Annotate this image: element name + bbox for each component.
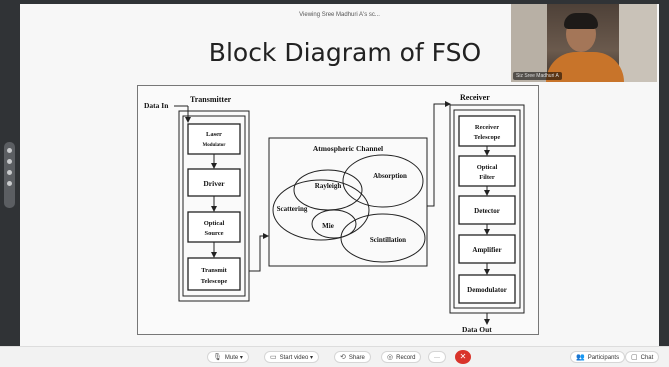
channel-heading: Atmospheric Channel	[313, 144, 383, 153]
video-background	[511, 4, 547, 82]
optical-filter-block	[458, 155, 516, 187]
source-label: Source	[204, 230, 223, 237]
receiver-inner-box	[453, 109, 521, 309]
filter-label: Filter	[479, 174, 495, 181]
mie-label: Mie	[322, 222, 334, 230]
channel-to-rx-arrow	[427, 101, 451, 207]
detector-block	[458, 195, 516, 225]
viewing-banner: Viewing Sree Madhuri A's sc...	[299, 12, 380, 18]
video-camera-icon: ▭	[270, 354, 277, 361]
participant-video[interactable]: Siz Sree Madhuri A	[511, 4, 657, 82]
scattering-ellipse	[272, 179, 370, 241]
record-button[interactable]: ◎Record	[381, 351, 422, 363]
people-icon: 👥	[576, 354, 585, 361]
meeting-toolbar: 🎙Mute ▾ ▭Start video ▾ ⟲Share ◎Record ··…	[0, 346, 669, 367]
chat-button[interactable]: ▢Chat	[625, 351, 660, 363]
transmitter-inner-box	[182, 115, 246, 297]
atmospheric-channel-box	[268, 137, 428, 267]
optical-label: Optical	[477, 164, 498, 171]
tx-to-channel-arrow	[249, 233, 269, 272]
amplifier-block	[458, 234, 516, 264]
modulator-label: Modulator	[202, 143, 226, 148]
handle-dot-icon	[7, 148, 12, 153]
receiver-label: Receiver	[475, 124, 499, 131]
transmitter-outer-box	[178, 110, 250, 302]
telescope-label: Telescope	[474, 134, 501, 141]
absorption-label: Absorption	[373, 172, 407, 180]
receiver-telescope-block	[458, 115, 516, 147]
laser-modulator-block	[187, 123, 241, 155]
rayleigh-ellipse	[293, 169, 363, 211]
participants-label: Participants	[587, 355, 620, 361]
demodulator-label: Demodulator	[467, 286, 507, 294]
detector-label: Detector	[474, 207, 500, 215]
participant-hair	[564, 13, 598, 29]
telescope-label: Telescope	[201, 278, 228, 285]
transmit-label: Transmit	[201, 267, 227, 274]
handle-dot-icon	[7, 181, 12, 186]
chat-bubble-icon: ▢	[631, 354, 638, 361]
end-call-icon: ✕	[459, 352, 467, 361]
record-label: Record	[396, 355, 416, 361]
record-icon: ◎	[387, 354, 394, 361]
data-out-label: Data Out	[462, 325, 492, 334]
side-panel-handle[interactable]	[4, 142, 15, 208]
data-in-label: Data In	[144, 101, 169, 110]
microphone-icon: 🎙	[213, 354, 222, 361]
share-button[interactable]: ⟲Share	[334, 351, 371, 363]
scattering-label: Scattering	[277, 205, 308, 213]
transmit-telescope-block	[187, 257, 241, 291]
chat-label: Chat	[640, 355, 654, 361]
slide-title: Block Diagram of FSO	[208, 38, 482, 67]
scintillation-ellipse	[340, 213, 426, 263]
participant-name: Siz Sree Madhuri A	[513, 72, 562, 80]
optical-label: Optical	[204, 220, 225, 227]
mute-button[interactable]: 🎙Mute ▾	[207, 351, 249, 363]
rayleigh-label: Rayleigh	[315, 182, 342, 190]
transmitter-heading: Transmitter	[190, 95, 232, 104]
participants-button[interactable]: 👥Participants	[570, 351, 626, 363]
block-diagram: Data In Transmitter Laser Modulator Driv…	[137, 85, 539, 335]
amplifier-label: Amplifier	[472, 246, 501, 254]
end-call-button[interactable]: ✕	[455, 350, 471, 364]
laser-label: Laser	[206, 131, 222, 138]
more-options-button[interactable]: ···	[428, 351, 446, 363]
start-video-label: Start video	[279, 355, 309, 361]
start-video-button[interactable]: ▭Start video ▾	[264, 351, 319, 363]
mute-label: Mute	[224, 355, 239, 361]
video-background	[619, 4, 657, 82]
absorption-ellipse	[342, 154, 424, 208]
scintillation-label: Scintillation	[370, 236, 406, 244]
share-label: Share	[348, 355, 365, 361]
optical-source-block	[187, 211, 241, 243]
demodulator-block	[458, 274, 516, 304]
share-icon: ⟲	[340, 354, 346, 361]
receiver-heading: Receiver	[460, 93, 490, 102]
handle-dot-icon	[7, 170, 12, 175]
driver-block	[187, 168, 241, 197]
block-diagram-svg: Data In Transmitter Laser Modulator Driv…	[144, 93, 525, 334]
driver-label: Driver	[203, 179, 225, 188]
mie-ellipse	[311, 209, 357, 239]
handle-dot-icon	[7, 159, 12, 164]
